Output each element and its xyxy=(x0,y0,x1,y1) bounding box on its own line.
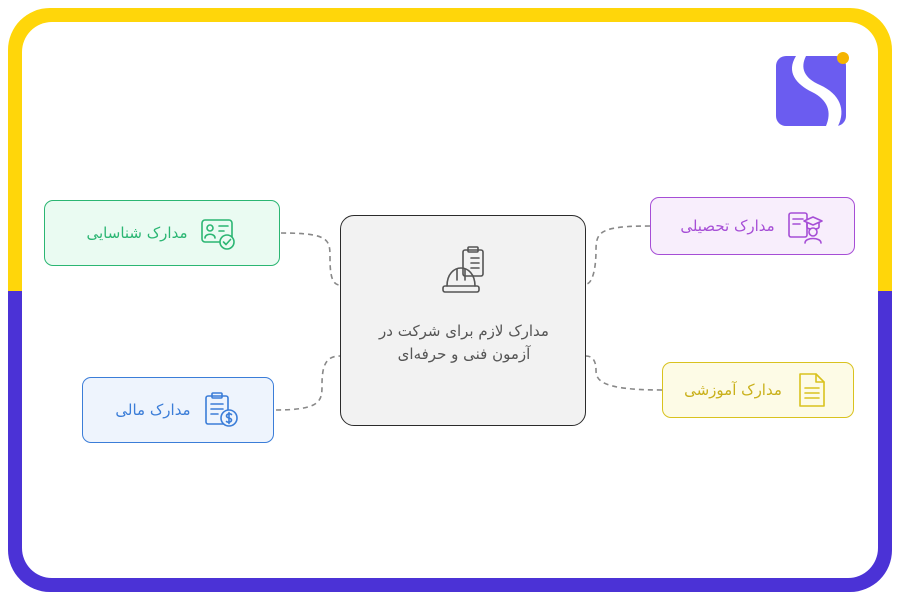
graduate-document-icon xyxy=(785,206,825,246)
document-lines-icon xyxy=(792,370,832,410)
node-identity: مدارک شناسایی xyxy=(44,200,280,266)
center-title-line-1: مدارک لازم برای شرکت در xyxy=(379,322,549,340)
clipboard-dollar-icon xyxy=(201,390,241,430)
node-academic-label: مدارک تحصیلی xyxy=(680,217,775,235)
center-title: مدارک لازم برای شرکت در آزمون فنی و حرفه… xyxy=(341,320,587,366)
center-node: مدارک لازم برای شرکت در آزمون فنی و حرفه… xyxy=(340,215,586,426)
center-title-line-2: آزمون فنی و حرفه‌ای xyxy=(397,345,531,363)
node-identity-label: مدارک شناسایی xyxy=(86,224,188,242)
id-card-check-icon xyxy=(198,213,238,253)
node-financial: مدارک مالی xyxy=(82,377,274,443)
brand-logo-icon xyxy=(776,52,849,126)
node-financial-label: مدارک مالی xyxy=(115,401,191,419)
node-training-label: مدارک آموزشی xyxy=(684,381,782,399)
node-training: مدارک آموزشی xyxy=(662,362,854,418)
hard-hat-clipboard-icon xyxy=(442,246,484,293)
node-academic: مدارک تحصیلی xyxy=(650,197,855,255)
